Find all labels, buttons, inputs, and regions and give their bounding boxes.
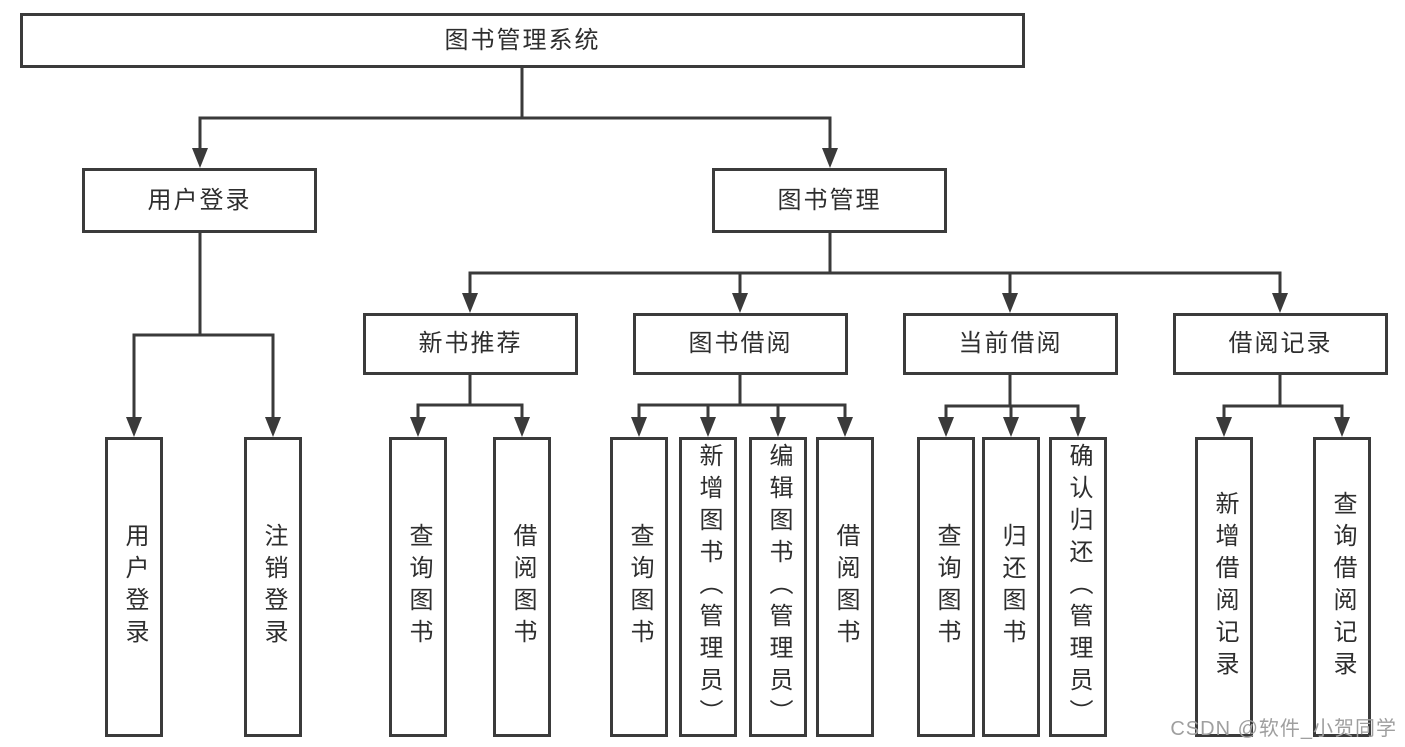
leaf-borrow-book-1: 借阅图书 (493, 437, 551, 737)
leaf-add-record-label: 新增借阅记录 (1211, 491, 1238, 683)
node-borrow-records: 借阅记录 (1173, 313, 1388, 375)
node-current-borrow: 当前借阅 (903, 313, 1118, 375)
node-borrow-records-label: 借阅记录 (1228, 330, 1333, 357)
connector-borrow-records-branch (1222, 373, 1344, 423)
leaf-edit-book-label: 编辑图书（管理员） (765, 443, 792, 731)
node-root: 图书管理系统 (20, 13, 1025, 68)
leaf-user-login: 用户登录 (105, 437, 163, 737)
leaf-borrow-book-2: 借阅图书 (816, 437, 874, 737)
leaf-logout: 注销登录 (244, 437, 302, 737)
arrowheads-current-borrow-branch (938, 417, 1086, 437)
leaf-add-book: 新增图书（管理员） (679, 437, 737, 737)
node-book-mgmt: 图书管理 (712, 168, 947, 233)
connector-book-borrow-branch (637, 373, 847, 423)
node-user-login-label: 用户登录 (147, 186, 252, 214)
connector-current-borrow-branch (944, 373, 1080, 423)
leaf-confirm-return: 确认归还（管理员） (1049, 437, 1107, 737)
node-current-borrow-label: 当前借阅 (958, 330, 1063, 357)
arrowheads-root-branch (192, 148, 838, 168)
leaf-query-book-3: 查询图书 (917, 437, 975, 737)
leaf-query-book-1-label: 查询图书 (405, 523, 432, 651)
leaf-query-record-label: 查询借阅记录 (1329, 491, 1356, 683)
leaf-edit-book: 编辑图书（管理员） (749, 437, 807, 737)
leaf-query-book-1: 查询图书 (389, 437, 447, 737)
node-root-label: 图书管理系统 (444, 26, 601, 54)
connector-new-book-branch (416, 373, 524, 423)
node-book-mgmt-label: 图书管理 (777, 186, 882, 214)
connector-root-branch (198, 66, 832, 154)
leaf-add-record: 新增借阅记录 (1195, 437, 1253, 737)
connector-book-mgmt-branch (468, 231, 1282, 299)
arrowheads-user-login-branch (126, 417, 281, 437)
leaf-add-book-label: 新增图书（管理员） (695, 443, 722, 731)
leaf-query-book-2-label: 查询图书 (626, 523, 653, 651)
arrowheads-new-book-branch (410, 417, 530, 437)
leaf-user-login-label: 用户登录 (121, 523, 148, 651)
node-new-book-rec: 新书推荐 (363, 313, 578, 375)
node-book-borrow-label: 图书借阅 (688, 330, 793, 357)
leaf-logout-label: 注销登录 (260, 523, 287, 651)
leaf-query-book-2: 查询图书 (610, 437, 668, 737)
leaf-borrow-book-2-label: 借阅图书 (832, 523, 859, 651)
leaf-return-book: 归还图书 (982, 437, 1040, 737)
node-new-book-rec-label: 新书推荐 (418, 330, 523, 357)
leaf-query-book-3-label: 查询图书 (933, 523, 960, 651)
leaf-confirm-return-label: 确认归还（管理员） (1065, 443, 1092, 731)
arrowheads-borrow-records-branch (1216, 417, 1350, 437)
arrowheads-book-borrow-branch (631, 417, 853, 437)
connector-user-login-branch (132, 231, 275, 423)
arrowheads-book-mgmt-branch (462, 293, 1288, 313)
node-user-login: 用户登录 (82, 168, 317, 233)
node-book-borrow: 图书借阅 (633, 313, 848, 375)
leaf-query-record: 查询借阅记录 (1313, 437, 1371, 737)
leaf-borrow-book-1-label: 借阅图书 (509, 523, 536, 651)
csdn-watermark: CSDN @软件_小贺同学 (1170, 718, 1397, 740)
leaf-return-book-label: 归还图书 (998, 523, 1025, 651)
